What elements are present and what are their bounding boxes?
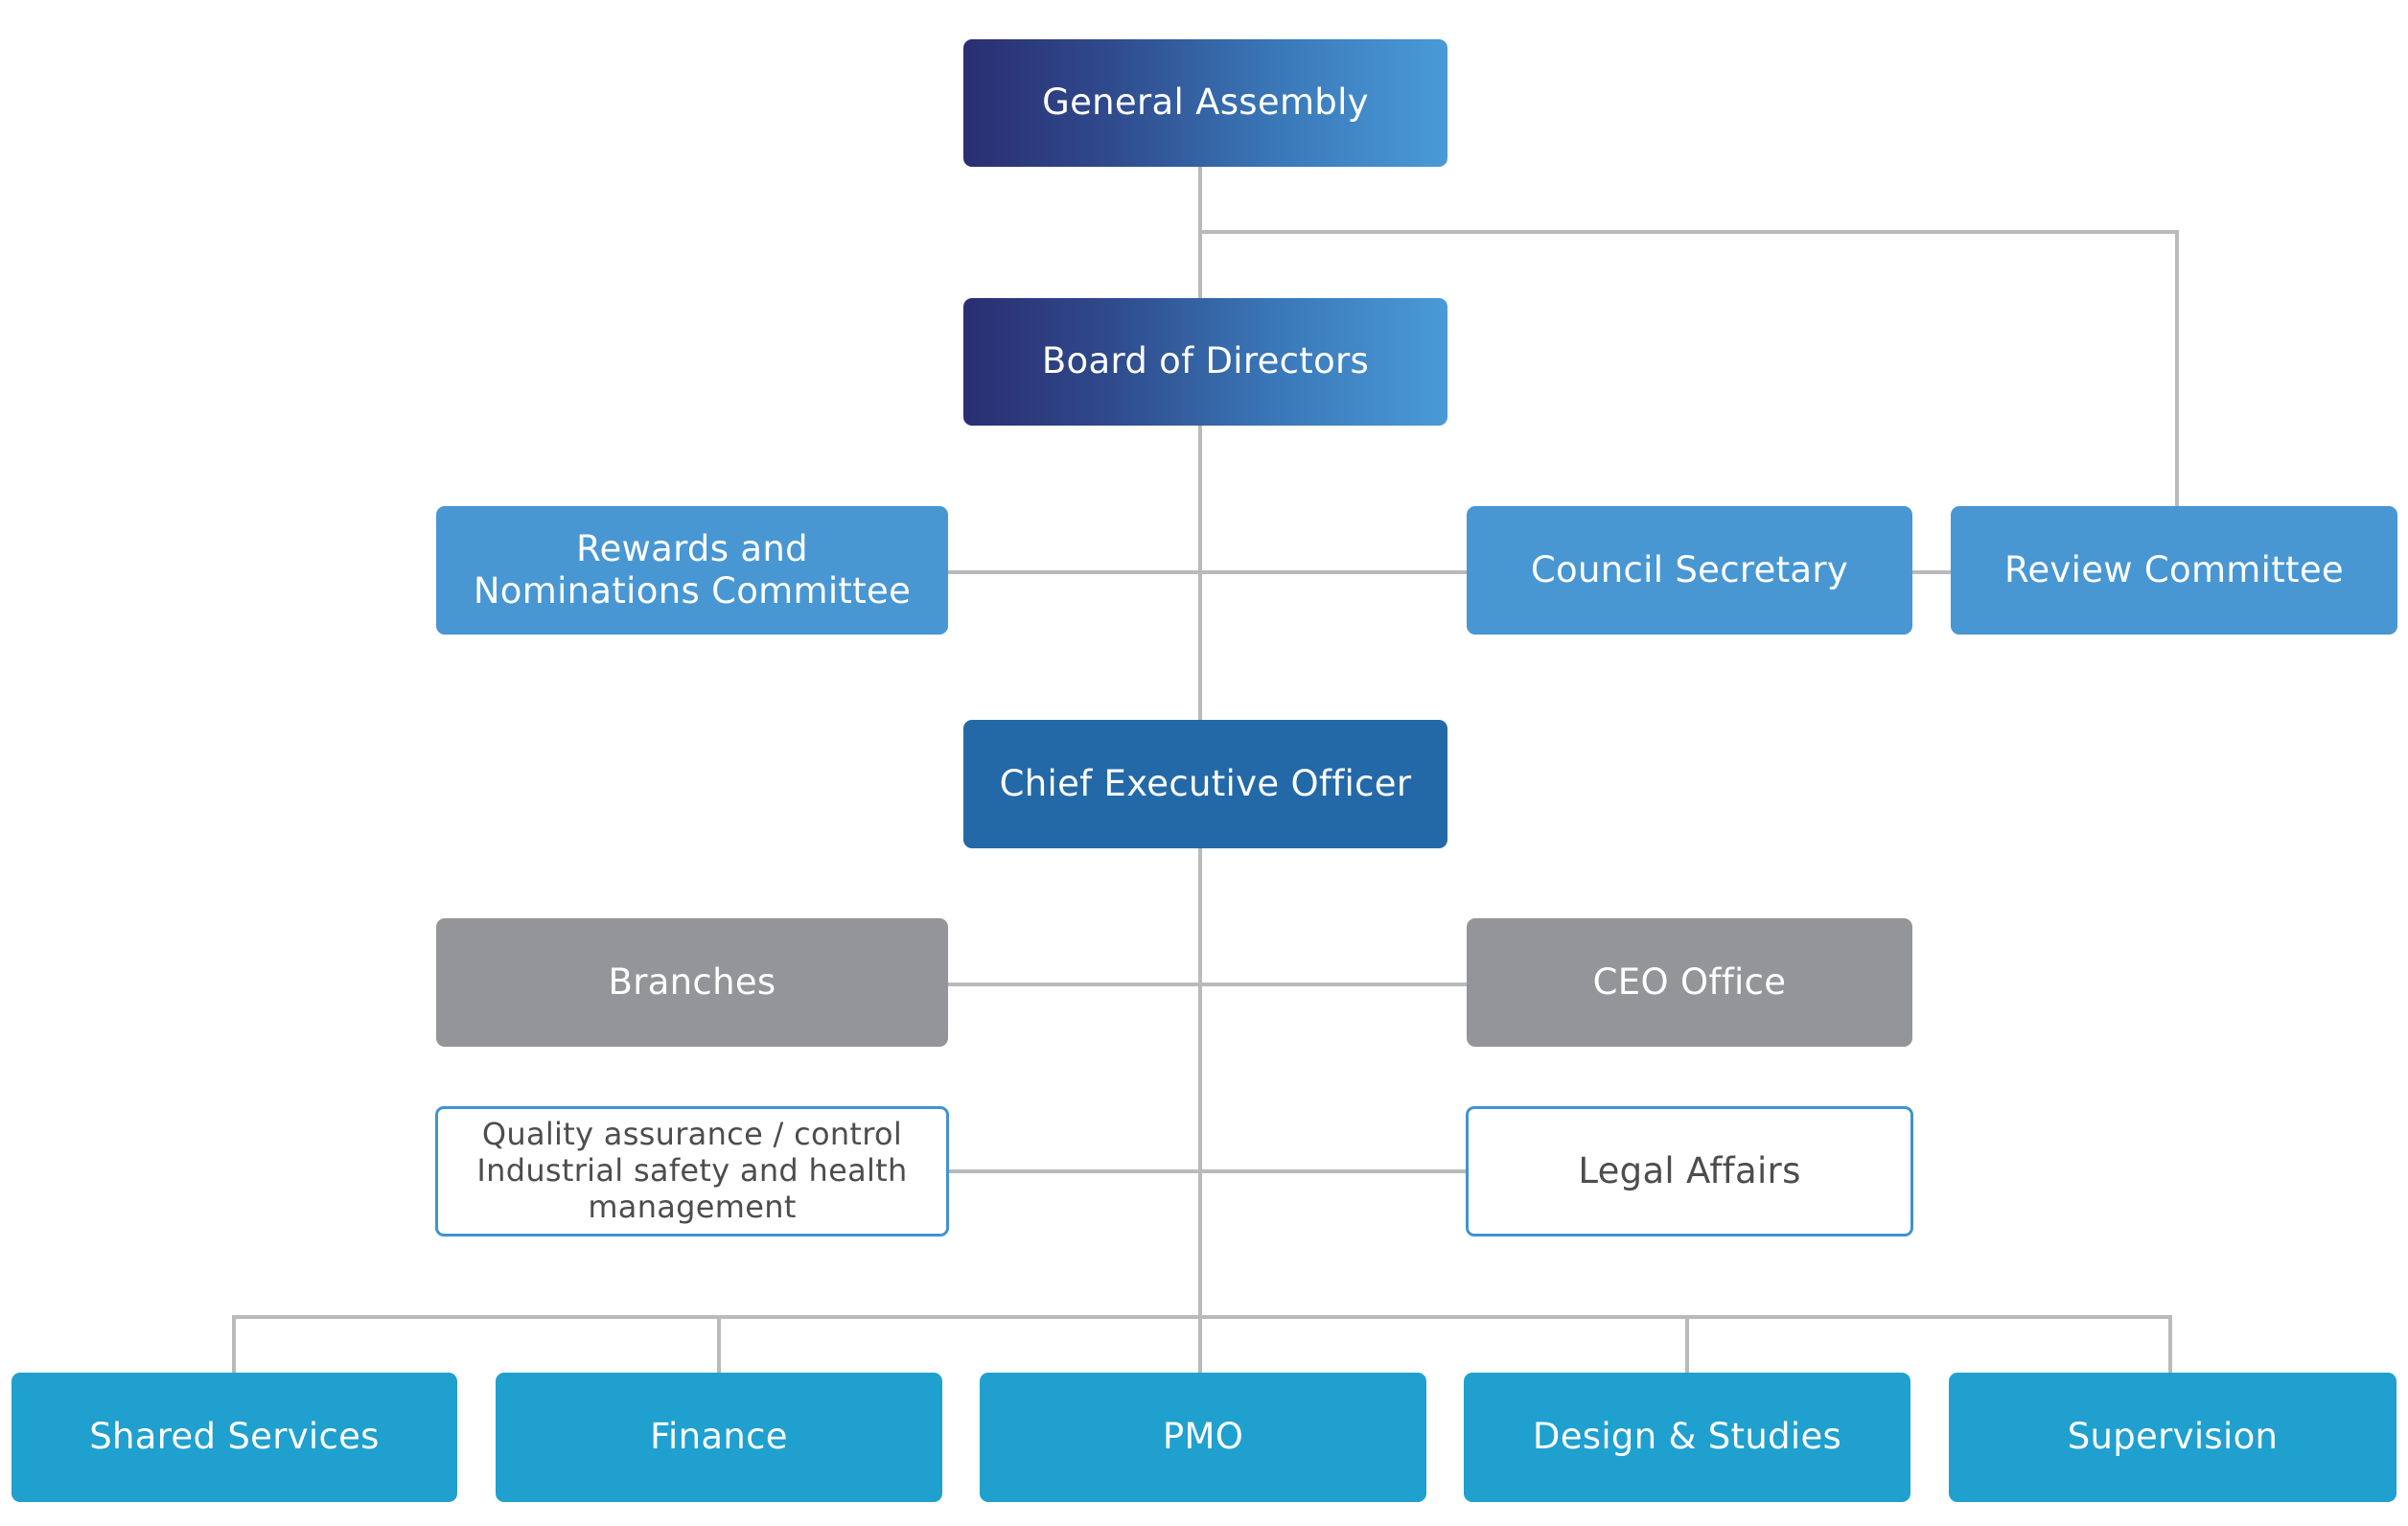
quality-label-line1: Quality assurance / control (481, 1116, 903, 1153)
department-supervision: Supervision (1949, 1373, 2396, 1502)
review-committee-label: Review Committee (2004, 548, 2344, 590)
department-label: Shared Services (89, 1416, 380, 1458)
department-design-studies: Design & Studies (1464, 1373, 1910, 1502)
quality-safety-box: Quality assurance / control Industrial s… (435, 1106, 949, 1237)
general-assembly-box: General Assembly (963, 39, 1447, 167)
board-of-directors-label: Board of Directors (1041, 340, 1370, 382)
legal-affairs-label: Legal Affairs (1578, 1149, 1801, 1191)
department-shared-services: Shared Services (12, 1373, 457, 1502)
ceo-label: Chief Executive Officer (999, 762, 1412, 804)
branches-box: Branches (436, 918, 948, 1047)
branches-label: Branches (608, 960, 776, 1003)
quality-label-line2: Industrial safety and health (476, 1152, 908, 1190)
ceo-office-label: CEO Office (1592, 960, 1787, 1003)
department-label: PMO (1162, 1416, 1244, 1458)
department-label: Design & Studies (1532, 1416, 1842, 1458)
board-of-directors-box: Board of Directors (963, 298, 1447, 426)
council-secretary-label: Council Secretary (1530, 548, 1849, 590)
legal-affairs-box: Legal Affairs (1466, 1106, 1913, 1237)
rewards-nominations-committee-box: Rewards and Nominations Committee (436, 506, 948, 635)
department-finance: Finance (496, 1373, 942, 1502)
rewards-committee-label-line1: Rewards and (576, 527, 808, 569)
department-label: Supervision (2067, 1416, 2279, 1458)
rewards-committee-label-line2: Nominations Committee (473, 570, 912, 612)
department-label: Finance (650, 1416, 788, 1458)
council-secretary-box: Council Secretary (1467, 506, 1912, 635)
department-pmo: PMO (980, 1373, 1426, 1502)
review-committee-box: Review Committee (1951, 506, 2397, 635)
general-assembly-label: General Assembly (1042, 81, 1369, 124)
ceo-box: Chief Executive Officer (963, 720, 1447, 848)
quality-label-line3: management (588, 1188, 797, 1225)
ceo-office-box: CEO Office (1467, 918, 1912, 1047)
